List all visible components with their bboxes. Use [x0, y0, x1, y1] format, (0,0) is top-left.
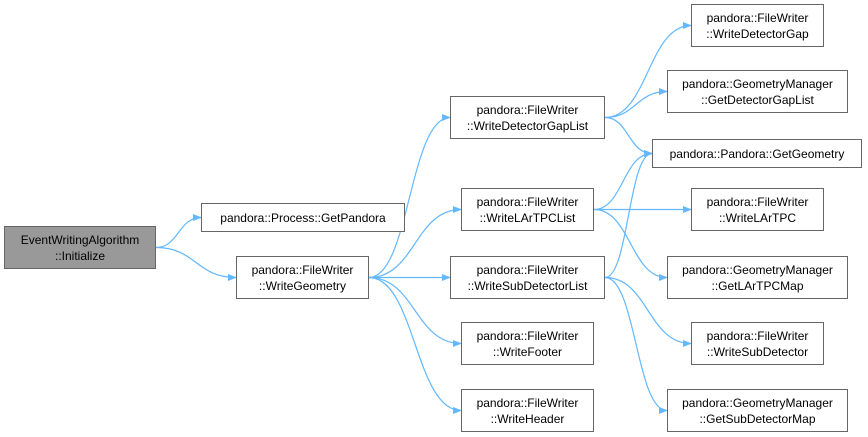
- node-label-line: ::WriteLArTPC: [718, 210, 797, 225]
- node-label-line: ::WriteSubDetector: [706, 344, 809, 359]
- edge-n2-n4: [368, 205, 462, 279]
- node-file-writer-write-header[interactable]: pandora::FileWriter ::WriteHeader: [461, 389, 594, 432]
- node-label-line: ::Initialize: [54, 248, 106, 263]
- node-geometry-manager-get-lartpc-map[interactable]: pandora::GeometryManager ::GetLArTPCMap: [667, 256, 848, 299]
- edge-n3-n8: [604, 21, 692, 119]
- edge-n3-n10: [604, 116, 653, 158]
- edge-n4-n10: [593, 149, 653, 211]
- edge-n4-n12: [593, 208, 668, 282]
- node-event-writing-algorithm-initialize: EventWritingAlgorithm ::Initialize: [4, 226, 156, 269]
- node-label-line: ::WriteDetectorGapList: [466, 118, 589, 133]
- node-label-line: ::WriteGeometry: [258, 278, 347, 293]
- node-label-line: EventWritingAlgorithm: [20, 232, 140, 247]
- node-label-line: pandora::FileWriter: [476, 395, 579, 410]
- edge-n5-n13: [604, 276, 692, 348]
- edge-n5-n14: [604, 276, 668, 415]
- node-label-line: pandora::FileWriter: [251, 262, 354, 277]
- node-label-line: ::WriteDetectorGap: [706, 26, 809, 41]
- node-label-line: pandora::GeometryManager: [682, 262, 833, 277]
- node-geometry-manager-get-sub-detector-map[interactable]: pandora::GeometryManager ::GetSubDetecto…: [667, 389, 848, 432]
- node-label-line: pandora::Pandora::GetGeometry: [669, 146, 845, 161]
- node-label-line: pandora::FileWriter: [476, 262, 579, 277]
- edge-n2-n7: [368, 276, 462, 415]
- node-label-line: pandora::FileWriter: [476, 194, 579, 209]
- node-pandora-get-geometry[interactable]: pandora::Pandora::GetGeometry: [652, 139, 862, 168]
- node-label-line: pandora::GeometryManager: [682, 76, 833, 91]
- node-file-writer-write-geometry[interactable]: pandora::FileWriter ::WriteGeometry: [236, 256, 369, 299]
- node-geometry-manager-get-detector-gap-list[interactable]: pandora::GeometryManager ::GetDetectorGa…: [667, 70, 848, 113]
- node-label-line: ::GetSubDetectorMap: [699, 411, 816, 426]
- node-label-line: ::GetDetectorGapList: [701, 92, 814, 107]
- node-label-line: pandora::GeometryManager: [682, 395, 833, 410]
- node-file-writer-write-footer[interactable]: pandora::FileWriter ::WriteFooter: [461, 322, 594, 365]
- node-file-writer-write-detector-gap[interactable]: pandora::FileWriter ::WriteDetectorGap: [691, 4, 824, 47]
- node-label-line: ::WriteSubDetectorList: [467, 278, 588, 293]
- edge-n5-n10: [604, 149, 653, 279]
- edge-n3-n9: [604, 87, 668, 119]
- node-file-writer-write-lartpc[interactable]: pandora::FileWriter ::WriteLArTPC: [691, 188, 824, 231]
- node-label-line: ::WriteLArTPCList: [479, 210, 576, 225]
- edge-n2-n6: [368, 276, 462, 348]
- node-file-writer-write-detector-gap-list[interactable]: pandora::FileWriter ::WriteDetectorGapLi…: [450, 96, 605, 139]
- node-file-writer-write-sub-detector[interactable]: pandora::FileWriter ::WriteSubDetector: [691, 322, 824, 365]
- node-file-writer-write-sub-detector-list[interactable]: pandora::FileWriter ::WriteSubDetectorLi…: [450, 256, 605, 299]
- node-label-line: pandora::Process::GetPandora: [220, 210, 386, 225]
- node-label-line: pandora::FileWriter: [706, 10, 809, 25]
- node-label-line: ::WriteHeader: [490, 411, 565, 426]
- node-label-line: ::GetLArTPCMap: [711, 278, 804, 293]
- node-label-line: pandora::FileWriter: [476, 328, 579, 343]
- edge-n0-n1: [155, 213, 202, 249]
- node-file-writer-write-lartpc-list[interactable]: pandora::FileWriter ::WriteLArTPCList: [461, 188, 594, 231]
- node-label-line: pandora::FileWriter: [706, 328, 809, 343]
- edge-n2-n3: [368, 113, 451, 279]
- node-label-line: ::WriteFooter: [492, 344, 563, 359]
- node-process-get-pandora[interactable]: pandora::Process::GetPandora: [201, 203, 405, 232]
- edge-n0-n2: [155, 246, 237, 282]
- node-label-line: pandora::FileWriter: [476, 102, 579, 117]
- node-label-line: pandora::FileWriter: [706, 194, 809, 209]
